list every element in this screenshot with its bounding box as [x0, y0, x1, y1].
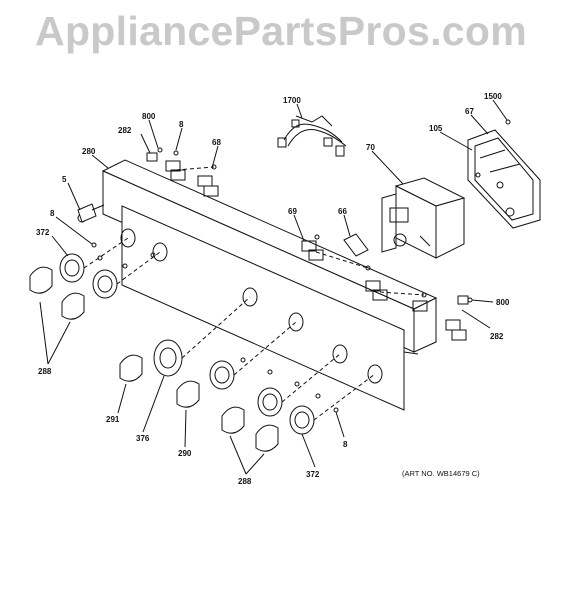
callout-372-left: 372: [36, 228, 50, 237]
callout-8-bottom: 8: [343, 440, 348, 449]
callout-8-left: 8: [50, 209, 55, 218]
callout-67: 67: [465, 107, 474, 116]
callout-372-bottom: 372: [306, 470, 320, 479]
callout-1500: 1500: [484, 92, 502, 101]
callout-70: 70: [366, 143, 375, 152]
electronic-control: [381, 177, 466, 259]
callout-280: 280: [82, 147, 96, 156]
callout-376: 376: [136, 434, 150, 443]
callout-1700: 1700: [283, 96, 301, 105]
callout-68: 68: [212, 138, 221, 147]
backguard-panel: [101, 159, 438, 411]
igniter-switch: [77, 203, 105, 223]
callout-66: 66: [338, 207, 347, 216]
watermark: AppliancePartsPros.com: [35, 8, 527, 54]
bezels: [59, 253, 315, 435]
art-number: (ART NO. WB14679 C): [402, 469, 480, 478]
callout-5: 5: [62, 175, 67, 184]
callout-800-right: 800: [496, 298, 510, 307]
wire-harness: [277, 115, 347, 157]
knobs: [29, 266, 279, 452]
brackets: [146, 152, 469, 341]
callout-69: 69: [288, 207, 297, 216]
callout-800-top: 800: [142, 112, 156, 121]
callout-288-bottom: 288: [238, 477, 252, 486]
callout-numbers: 1700 1500 800 282 8 68 280 5 8 372 67 10…: [36, 92, 510, 486]
control-board: [467, 129, 541, 229]
callout-105: 105: [429, 124, 443, 133]
callout-290: 290: [178, 449, 192, 458]
callout-282-top: 282: [118, 126, 132, 135]
membrane-label: [343, 233, 369, 257]
callout-291: 291: [106, 415, 120, 424]
alignment-lines: [83, 166, 425, 421]
callout-8-top: 8: [179, 120, 184, 129]
panel-rings: [120, 228, 383, 384]
callout-282-right: 282: [490, 332, 504, 341]
callout-288-left: 288: [38, 367, 52, 376]
leader-lines: [39, 99, 508, 475]
